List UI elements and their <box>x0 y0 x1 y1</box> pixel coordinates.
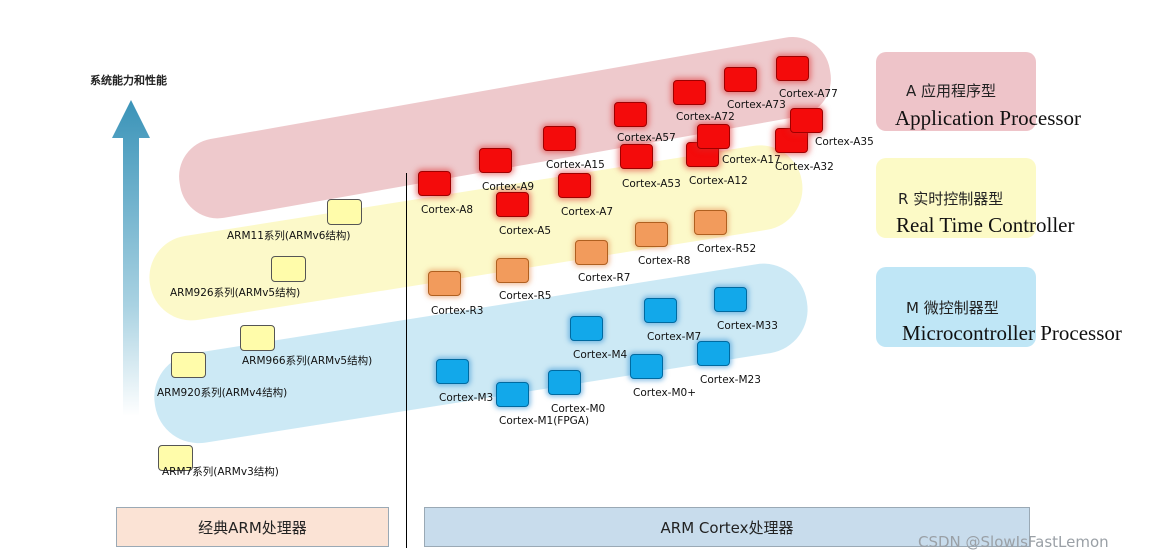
chip-cortex-a5 <box>496 192 529 217</box>
chip-cortex-a35 <box>790 108 823 133</box>
label-cortex-m3: Cortex-M3 <box>439 392 494 404</box>
chip-arm926 <box>271 256 306 282</box>
chip-cortex-m33 <box>714 287 747 312</box>
classic-arm-category-label: 经典ARM处理器 <box>198 518 307 537</box>
legend-m-profile: M 微控制器型 Microcontroller Processor <box>876 267 1122 347</box>
label-cortex-m33: Cortex-M33 <box>717 320 778 332</box>
chip-cortex-a9 <box>479 148 512 173</box>
label-cortex-a57: Cortex-A57 <box>617 132 676 144</box>
chip-arm920 <box>171 352 206 378</box>
chip-cortex-a73 <box>724 67 757 92</box>
chip-cortex-a17 <box>697 124 730 149</box>
label-cortex-m0plus: Cortex-M0+ <box>633 387 697 399</box>
label-cortex-a77: Cortex-A77 <box>779 88 838 100</box>
chip-cortex-m23 <box>697 341 730 366</box>
label-arm11: ARM11系列(ARMv6结构) <box>227 230 351 242</box>
performance-arrow-icon <box>112 100 150 416</box>
legend-a-profile: A 应用程序型 Application Processor <box>876 52 1081 131</box>
label-cortex-a7: Cortex-A7 <box>561 206 614 218</box>
label-arm966: ARM966系列(ARMv5结构) <box>242 355 373 367</box>
chip-cortex-a7 <box>558 173 591 198</box>
legend-a-en: Application Processor <box>895 106 1082 130</box>
chip-cortex-m7 <box>644 298 677 323</box>
chip-arm11 <box>327 199 362 225</box>
label-cortex-a5: Cortex-A5 <box>499 225 552 237</box>
chip-cortex-m0plus <box>630 354 663 379</box>
legend-a-zh: A 应用程序型 <box>906 82 997 100</box>
legend-m-en: Microcontroller Processor <box>902 321 1122 345</box>
label-cortex-a12: Cortex-A12 <box>689 175 748 187</box>
chip-cortex-a57 <box>614 102 647 127</box>
label-cortex-a17: Cortex-A17 <box>722 154 781 166</box>
chip-cortex-r8 <box>635 222 668 247</box>
chip-cortex-a15 <box>543 126 576 151</box>
label-cortex-m1: Cortex-M1(FPGA) <box>499 415 590 427</box>
chip-cortex-m1 <box>496 382 529 407</box>
axis-label: 系统能力和性能 <box>90 74 167 87</box>
label-cortex-r52: Cortex-R52 <box>697 243 757 255</box>
chip-cortex-a8 <box>418 171 451 196</box>
label-cortex-m4: Cortex-M4 <box>573 349 628 361</box>
label-arm7: ARM7系列(ARMv3结构) <box>162 466 279 478</box>
chip-cortex-r52 <box>694 210 727 235</box>
chip-arm7 <box>158 445 193 471</box>
chip-cortex-a53 <box>620 144 653 169</box>
classic-arm-category: 经典ARM处理器 <box>116 507 389 547</box>
label-cortex-r5: Cortex-R5 <box>499 290 552 302</box>
label-cortex-a35: Cortex-A35 <box>815 136 874 148</box>
chip-cortex-r5 <box>496 258 529 283</box>
chip-cortex-r7 <box>575 240 608 265</box>
label-cortex-r3: Cortex-R3 <box>431 305 484 317</box>
chip-cortex-m0 <box>548 370 581 395</box>
chip-cortex-m4 <box>570 316 603 341</box>
legend-r-zh: R 实时控制器型 <box>898 190 1004 208</box>
label-arm926: ARM926系列(ARMv5结构) <box>170 287 301 299</box>
chip-cortex-a72 <box>673 80 706 105</box>
label-cortex-a53: Cortex-A53 <box>622 178 681 190</box>
chip-arm966 <box>240 325 275 351</box>
label-cortex-a73: Cortex-A73 <box>727 99 786 111</box>
label-cortex-m23: Cortex-M23 <box>700 374 761 386</box>
label-cortex-a15: Cortex-A15 <box>546 159 605 171</box>
divider <box>406 173 407 548</box>
arm-cortex-category-label: ARM Cortex处理器 <box>660 518 794 537</box>
legend-r-en: Real Time Controller <box>896 213 1075 237</box>
legend-m-zh: M 微控制器型 <box>906 299 999 317</box>
label-cortex-a72: Cortex-A72 <box>676 111 735 123</box>
arm-cortex-category: ARM Cortex处理器 <box>424 507 1030 547</box>
label-cortex-m0: Cortex-M0 <box>551 403 606 415</box>
label-cortex-a9: Cortex-A9 <box>482 181 535 193</box>
label-cortex-m7: Cortex-M7 <box>647 331 702 343</box>
label-cortex-a8: Cortex-A8 <box>421 204 474 216</box>
label-cortex-a32: Cortex-A32 <box>775 161 834 173</box>
chip-cortex-m3 <box>436 359 469 384</box>
chip-cortex-a77 <box>776 56 809 81</box>
chip-cortex-r3 <box>428 271 461 296</box>
legend-r-profile: R 实时控制器型 Real Time Controller <box>876 158 1075 238</box>
label-cortex-r8: Cortex-R8 <box>638 255 691 267</box>
label-cortex-r7: Cortex-R7 <box>578 272 631 284</box>
watermark: CSDN @SlowIsFastLemon <box>918 533 1109 551</box>
label-arm920: ARM920系列(ARMv4结构) <box>157 387 288 399</box>
